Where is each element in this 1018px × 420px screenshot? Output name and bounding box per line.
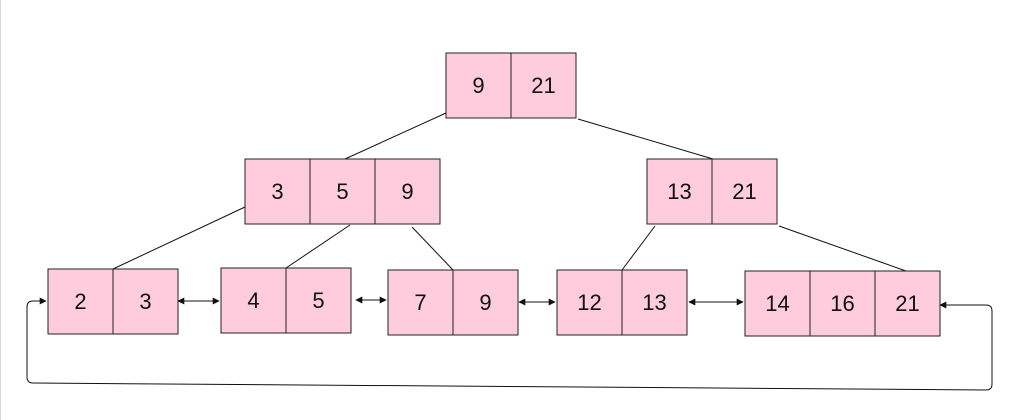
key-label: 21 [531,73,555,98]
left-border [0,0,1,420]
key-label: 7 [414,290,426,315]
leaf-node-5: 14 16 21 [744,270,941,337]
key-cell [510,52,577,119]
key-label: 9 [401,179,413,204]
key-cell [556,269,623,336]
tree-edge [577,118,714,160]
tree-edges [112,112,907,272]
key-label: 9 [479,290,491,315]
tree-edge [411,226,454,271]
key-label: 3 [271,179,283,204]
wraparound-leaf-link [26,297,993,391]
key-label: 12 [577,290,601,315]
leaf-node-4: 12 13 [556,269,688,336]
key-cell [445,52,512,119]
key-label: 14 [765,291,789,316]
internal-node-right: 13 21 [646,158,778,225]
key-label: 5 [336,179,348,204]
key-label: 13 [642,290,666,315]
key-cell [112,268,179,335]
tree-edge [285,224,351,269]
key-label: 21 [895,291,919,316]
tree-edge [778,225,907,272]
key-cell [285,267,352,334]
tree-edge [112,206,246,270]
key-cell [874,270,941,337]
internal-node-left: 3 5 9 [244,158,441,225]
key-label: 3 [139,289,151,314]
key-cell [711,158,778,225]
root-node: 9 21 [445,52,577,119]
key-label: 16 [830,291,854,316]
key-label: 9 [472,73,484,98]
tree-edge [344,112,447,160]
key-label: 5 [312,288,324,313]
leaf-links [26,296,993,391]
key-label: 21 [732,179,756,204]
key-cell [744,270,811,337]
key-cell [387,269,454,336]
key-cell [220,267,287,334]
key-cell [809,270,876,337]
key-cell [47,268,114,335]
key-label: 13 [667,179,691,204]
key-label: 4 [247,288,259,313]
key-label: 2 [74,289,86,314]
key-cell [621,269,688,336]
tree-edge [621,225,656,271]
key-cell [452,269,519,336]
key-cell [374,158,441,225]
